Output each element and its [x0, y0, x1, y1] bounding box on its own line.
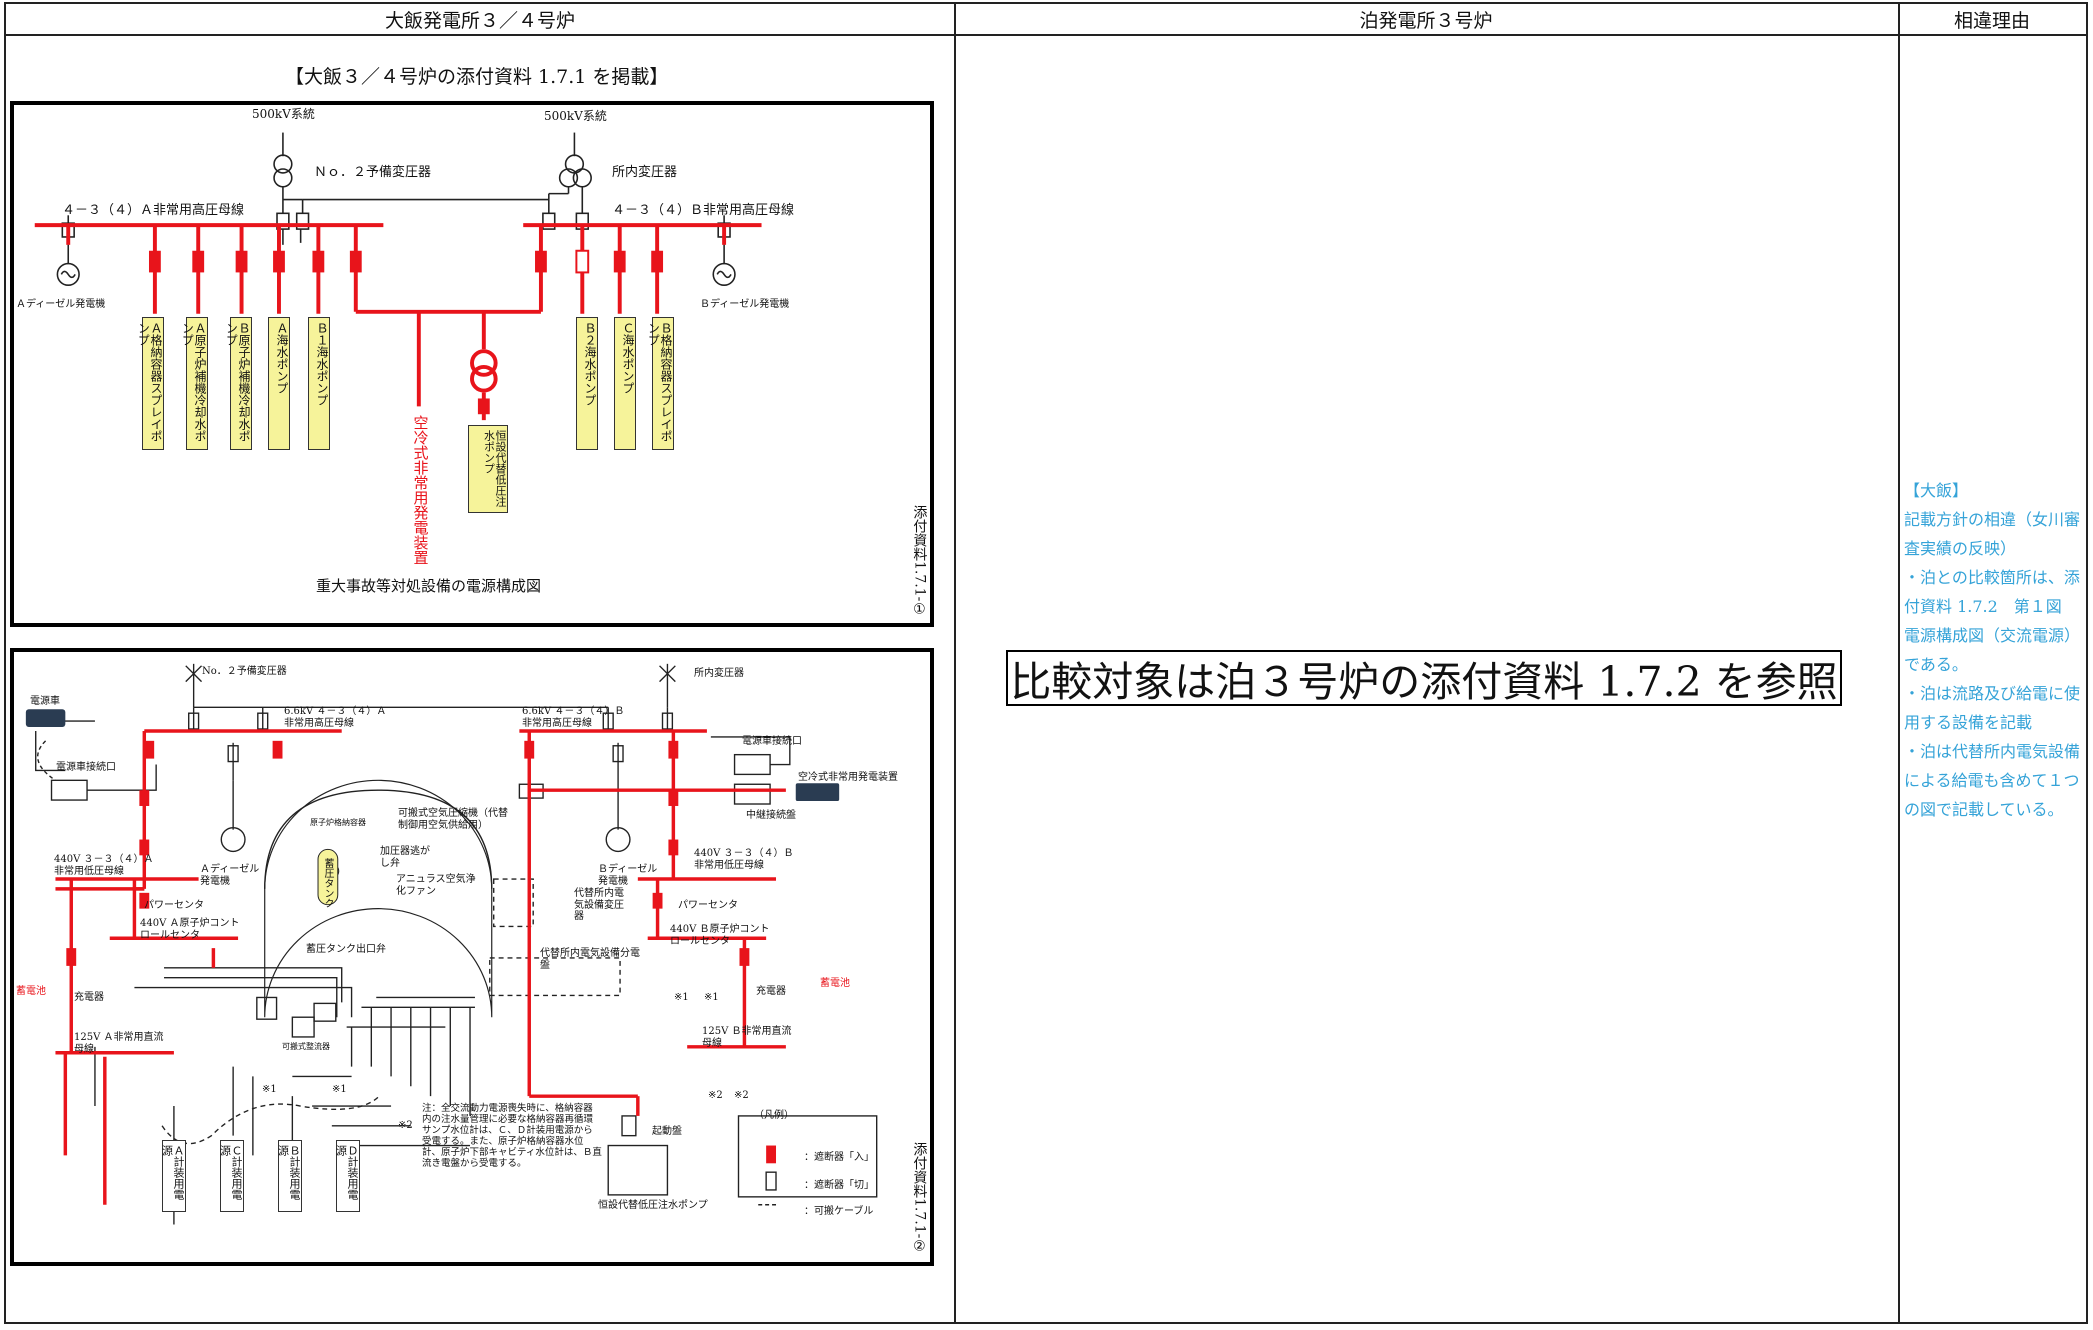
pump-box: Ｂ１海水ポンプ [308, 317, 330, 450]
header-col-tomari: 泊発電所３号炉 [1359, 9, 1493, 32]
alt-panel-label: 代替所内電気設備分電盤 [540, 948, 640, 971]
power-center-a-label: パワーセンタ [144, 900, 204, 911]
diagram-2-lines [25, 663, 878, 1225]
pump-box: Ｂ原子炉補機冷却水ポンプ [224, 317, 252, 450]
mark-label: ※1 [674, 992, 689, 1003]
temp-pump-box: 恒設代替低圧注水ポンプ [468, 425, 508, 513]
reason-line: 【大飯】 [1904, 481, 1969, 500]
power-config-diagram-1: 500kV系統 500kV系統 Ｎｏ．２予備変圧器 所内変圧器 ４－３（４）Ａ非… [10, 101, 934, 627]
charger-b-label: 充電器 [756, 986, 786, 997]
bus-b-label: ４－３（４）Ｂ非常用高圧母線 [612, 203, 795, 218]
pressurizer-valve-label: 加圧器逃がし弁 [380, 846, 430, 869]
bus-a-label: ４－３（４）Ａ非常用高圧母線 [62, 203, 245, 218]
pump-box: Ｃ海水ポンプ [614, 317, 636, 450]
power-center-b-label: パワーセンタ [678, 900, 738, 911]
comparison-reference-box: 比較対象は泊３号炉の添付資料 1.7.2 を参照 [1006, 650, 1842, 706]
meter-box: Ｄ計装用電源 [334, 1140, 360, 1212]
reason-line: ・泊との比較箇所は、添付資料 1.7.2 第１図 電源構成図（交流電源）である。 [1904, 568, 2081, 674]
pump-box: Ｂ格納容器スプレイポンプ [646, 317, 674, 450]
reason-line: 記載方針の相違（女川審査実績の反映） [1904, 510, 2081, 558]
diesel-a-label-2: Ａディーゼル発電機 [200, 864, 260, 887]
power-car-label: 電源車 [30, 696, 60, 707]
mark-label: ※2 [398, 1120, 413, 1131]
meter-box: Ｂ計装用電源 [276, 1140, 302, 1212]
legend-breaker-on: ：遮断器「入」 [804, 1152, 874, 1163]
diagram-1-caption: 重大事故等対処設備の電源構成図 [316, 577, 542, 595]
mark-label: ※1 [704, 992, 719, 1003]
pump-box: Ａ海水ポンプ [268, 317, 290, 450]
reason-line: ・泊は代替所内電気設備による給電も含めて１つの図で記載している。 [1904, 742, 2081, 819]
battery-a-label: 蓄電池 [16, 986, 46, 997]
header-divider [6, 34, 2086, 36]
accumulator-label: 蓄圧タンク [322, 858, 333, 908]
pump-box: Ａ格納容器スプレイポンプ [136, 317, 164, 450]
meter-box: Ａ計装用電源 [160, 1140, 186, 1212]
comparison-table: 大飯発電所３／４号炉 泊発電所３号炉 相違理由 [4, 2, 2088, 1324]
bus-440v-a-label: 440V ３－３（４）Ａ非常用低圧母線 [54, 854, 154, 877]
reason-line: ・泊は流路及び給電に使用する設備を記載 [1904, 684, 2081, 732]
ccc-a-label: 440V Ａ原子炉コントロールセンタ [140, 918, 240, 941]
dc-b-label: 125V Ｂ非常用直流母線 [702, 1026, 792, 1049]
diagram-2-note: 注：全交流動力電源喪失時に、格納容器内の注水量管理に必要な格納容器再循環サンプ水… [422, 1103, 602, 1169]
acc-outlet-valve-label: 蓄圧タンク出口弁 [306, 944, 386, 955]
legend-title: （凡例） [754, 1110, 794, 1121]
intro-text: 【大飯３／４号炉の添付資料 1.7.1 を掲載】 [285, 66, 669, 88]
legend-breaker-off: ：遮断器「切」 [804, 1180, 874, 1191]
house-transformer-label-2: 所内変圧器 [694, 668, 744, 679]
car-connection-left-label: 電源車接続口 [56, 762, 116, 773]
legend-portable-cable: ：可搬ケーブル [804, 1206, 874, 1217]
mark-label: ※1 [332, 1084, 347, 1095]
annulus-fan-label: アニュラス空気浄化ファン [396, 874, 476, 897]
diesel-b-label-2: Ｂディーゼル発電機 [598, 864, 658, 887]
system-500kv-left: 500kV系統 [252, 107, 315, 121]
relay-panel-label: 中継接続盤 [746, 810, 796, 821]
aircooled-generator-label: 空冷式非常用発電装置 [411, 415, 430, 565]
dc-a-label: 125V Ａ非常用直流母線 [74, 1032, 164, 1055]
vessel-label: 原子炉格納容器 [310, 818, 366, 827]
mark-label: ※2 [708, 1090, 723, 1101]
power-config-diagram-2: No．２予備変圧器 所内変圧器 電源車 電源車接続口 電源車接続口 6.6kV … [10, 648, 934, 1266]
portable-compressor-label: 可搬式空気圧縮機（代替制御用空気供給用） [398, 808, 508, 831]
pump-box: Ａ原子炉補機冷却水ポンプ [180, 317, 208, 450]
system-500kv-right: 500kV系統 [544, 109, 607, 123]
diesel-a-label: Ａディーゼル発電機 [16, 299, 106, 310]
mark-label: ※2 [734, 1090, 749, 1101]
diagram-1-lines [34, 132, 762, 421]
header-col-ohi: 大飯発電所３／４号炉 [384, 9, 575, 32]
mark-label: ※1 [262, 1084, 277, 1095]
column-divider [954, 4, 956, 1322]
charger-a-label: 充電器 [74, 992, 104, 1003]
house-transformer-label: 所内変圧器 [612, 165, 678, 180]
battery-b-label: 蓄電池 [820, 978, 850, 989]
no2-spare-transformer-label: No．２予備変圧器 [202, 666, 287, 677]
column-divider [1898, 4, 1900, 1322]
ccc-b-label: 440V Ｂ原子炉コントロールセンタ [670, 924, 770, 947]
aircooled-gen-label-2: 空冷式非常用発電装置 [798, 772, 898, 783]
meter-box: Ｃ計装用電源 [218, 1140, 244, 1212]
header-col-reason: 相違理由 [1953, 9, 2030, 32]
spare-transformer-label: Ｎｏ．２予備変圧器 [314, 165, 432, 180]
diagram-2-side-label: 添付資料1.7.1-② [911, 1142, 928, 1255]
portable-rectifier-label: 可搬式整流器 [282, 1042, 330, 1051]
pump-box: Ｂ２海水ポンプ [576, 317, 598, 450]
difference-reason-notes: 【大飯】 記載方針の相違（女川審査実績の反映） ・泊との比較箇所は、添付資料 1… [1904, 476, 2082, 824]
car-connection-right-label: 電源車接続口 [742, 736, 802, 747]
bus-66kv-b-label: 6.6kV ４－３（４）Ｂ非常用高圧母線 [522, 706, 625, 729]
diesel-b-label: Ｂディーゼル発電機 [700, 299, 790, 310]
temp-pump-label-2: 恒設代替低圧注水ポンプ [598, 1200, 708, 1211]
starter-label: 起動盤 [652, 1126, 682, 1137]
diagram-1-side-label: 添付資料1.7.1-① [911, 505, 928, 618]
alt-transformer-label: 代替所内電気設備変圧器 [574, 888, 624, 922]
bus-440v-b-label: 440V ３－３（４）Ｂ非常用低圧母線 [694, 848, 794, 871]
bus-66kv-a-label: 6.6kV ４－３（４）Ａ非常用高圧母線 [284, 706, 387, 729]
